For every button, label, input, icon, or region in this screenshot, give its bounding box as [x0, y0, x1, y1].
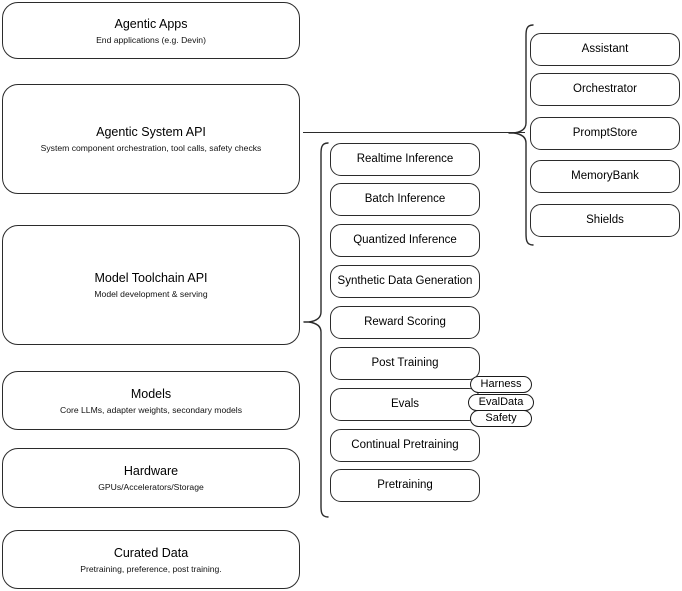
system-chip-memorybank[interactable]: MemoryBank: [530, 160, 680, 193]
toolchain-chip-quantized-inference[interactable]: Quantized Inference: [330, 224, 480, 257]
chip-label: Continual Pretraining: [351, 439, 459, 451]
chip-label: Post Training: [371, 357, 439, 369]
layer-box-models[interactable]: Models Core LLMs, adapter weights, secon…: [2, 371, 300, 430]
layer-title: Agentic Apps: [114, 16, 188, 31]
toolchain-chip-continual-pretraining[interactable]: Continual Pretraining: [330, 429, 480, 462]
toolchain-chip-pretraining[interactable]: Pretraining: [330, 469, 480, 502]
eval-badge-label: Harness: [480, 378, 522, 390]
system-chip-assistant[interactable]: Assistant: [530, 33, 680, 66]
layer-box-model-toolchain-api[interactable]: Model Toolchain API Model development & …: [2, 225, 300, 345]
layer-title: Agentic System API: [96, 125, 206, 139]
layer-subtitle: Pretraining, preference, post training.: [80, 563, 222, 574]
layer-title: Hardware: [123, 464, 179, 478]
layer-subtitle: Model development & serving: [94, 289, 208, 299]
layer-box-curated-data[interactable]: Curated Data Pretraining, preference, po…: [2, 530, 300, 589]
chip-label: Assistant: [581, 43, 629, 55]
system-chip-orchestrator[interactable]: Orchestrator: [530, 73, 680, 106]
toolchain-chip-batch-inference[interactable]: Batch Inference: [330, 183, 480, 216]
toolchain-chip-evals[interactable]: Evals: [330, 388, 480, 421]
chip-label: Realtime Inference: [356, 153, 454, 165]
layer-subtitle: End applications (e.g. Devin): [96, 34, 206, 45]
eval-badge-label: Safety: [485, 412, 517, 424]
layer-subtitle: System component orchestration, tool cal…: [40, 143, 262, 153]
toolchain-chip-realtime-inference[interactable]: Realtime Inference: [330, 143, 480, 176]
chip-label: Quantized Inference: [353, 234, 457, 246]
layer-title: Models: [130, 386, 172, 401]
layer-subtitle: Core LLMs, adapter weights, secondary mo…: [60, 404, 242, 415]
eval-badge-label: EvalData: [478, 396, 524, 408]
brace-toolchain: [303, 140, 329, 520]
chip-label: PromptStore: [572, 127, 638, 139]
layer-box-agentic-apps[interactable]: Agentic Apps End applications (e.g. Devi…: [2, 2, 300, 59]
toolchain-chip-post-training[interactable]: Post Training: [330, 347, 480, 380]
chip-label: Batch Inference: [364, 193, 446, 205]
system-chip-shields[interactable]: Shields: [530, 204, 680, 237]
system-chip-promptstore[interactable]: PromptStore: [530, 117, 680, 150]
chip-label: Shields: [586, 214, 624, 226]
eval-badge-safety[interactable]: Safety: [470, 410, 532, 427]
chip-label: Synthetic Data Generation: [337, 275, 473, 287]
toolchain-chip-synthetic-data-generation[interactable]: Synthetic Data Generation: [330, 265, 480, 298]
chip-label: Pretraining: [377, 479, 433, 491]
chip-label: Evals: [390, 398, 420, 410]
toolchain-chip-reward-scoring[interactable]: Reward Scoring: [330, 306, 480, 339]
layer-title: Curated Data: [113, 545, 189, 560]
eval-badge-evaldata[interactable]: EvalData: [468, 394, 534, 411]
chip-label: Reward Scoring: [364, 316, 446, 328]
layer-box-agentic-system-api[interactable]: Agentic System API System component orch…: [2, 84, 300, 194]
layer-title: Model Toolchain API: [94, 271, 208, 285]
connector-system-api-to-components: [303, 132, 525, 134]
chip-label: Orchestrator: [573, 83, 637, 95]
layer-box-hardware[interactable]: Hardware GPUs/Accelerators/Storage: [2, 448, 300, 508]
chip-label: MemoryBank: [571, 170, 639, 182]
layer-subtitle: GPUs/Accelerators/Storage: [98, 482, 204, 492]
eval-badge-harness[interactable]: Harness: [470, 376, 532, 393]
